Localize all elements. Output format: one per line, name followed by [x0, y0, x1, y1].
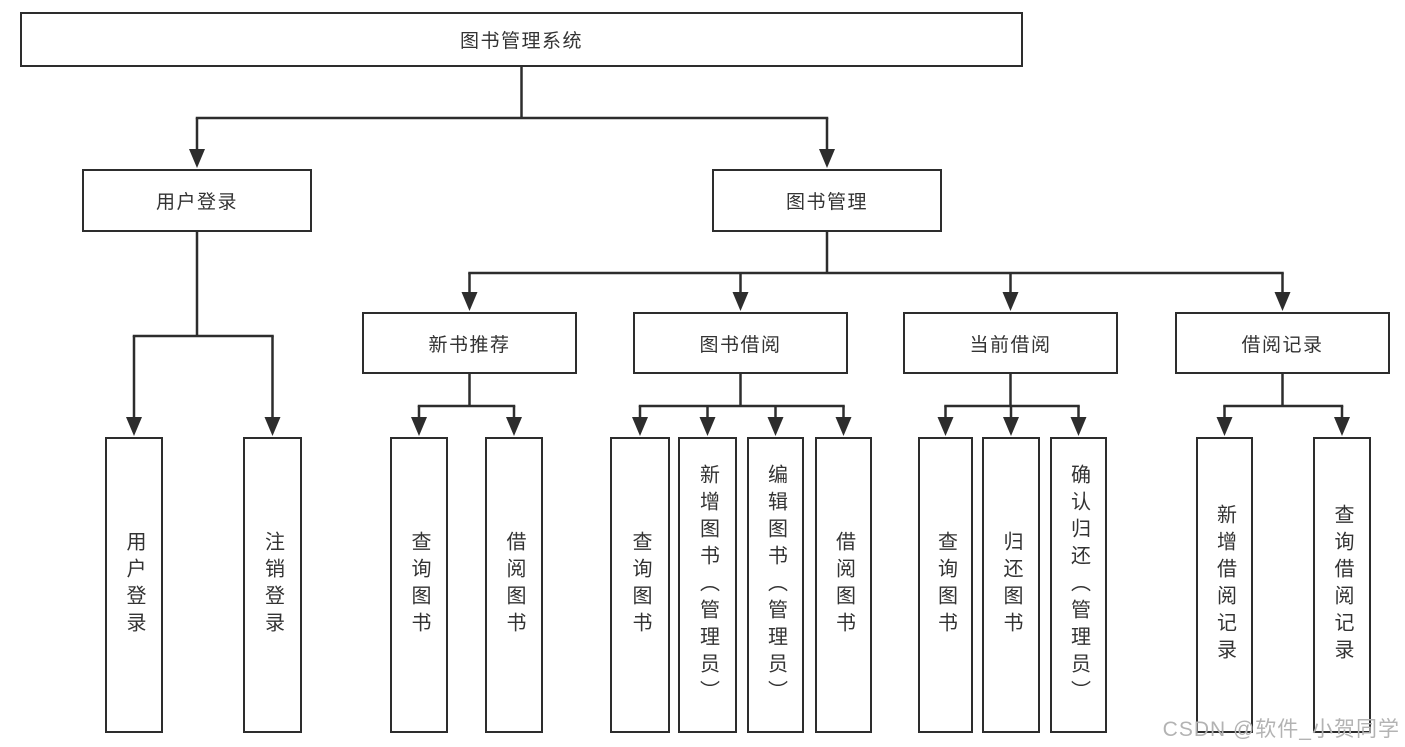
watermark: CSDN @软件_小贺同学	[1162, 718, 1400, 741]
arrowhead-icon	[1216, 417, 1233, 436]
node-br-query-record: 查询借阅记录	[1313, 437, 1371, 733]
node-label: 借阅记录	[1241, 334, 1324, 356]
arrowhead-icon	[1334, 417, 1350, 436]
node-label: 查询图书	[629, 531, 651, 639]
arrowhead-icon	[699, 417, 716, 436]
arrowhead-icon	[1274, 292, 1291, 311]
arrowhead-icon	[632, 417, 648, 436]
node-label: 图书管理系统	[459, 31, 583, 52]
node-label: 图书管理	[785, 192, 868, 213]
arrowhead-icon	[461, 292, 478, 311]
arrowhead-icon	[819, 149, 835, 168]
node-new-book-recommend: 新书推荐	[362, 312, 577, 374]
node-user-login-action: 用户登录	[105, 437, 163, 733]
arrowhead-icon	[189, 149, 205, 168]
node-current-borrow: 当前借阅	[903, 312, 1118, 374]
arrowhead-icon	[767, 417, 784, 436]
node-label: 用户登录	[155, 192, 238, 213]
node-bb-add-books: 新增图书（管理员）	[678, 437, 737, 733]
node-label: 注销登录	[261, 531, 284, 639]
node-borrow-records: 借阅记录	[1175, 312, 1390, 374]
node-cb-query-books: 查询图书	[918, 437, 973, 733]
node-user-login: 用户登录	[82, 169, 312, 232]
node-label: 图书借阅	[699, 334, 782, 356]
arrowhead-icon	[264, 417, 281, 436]
node-cb-confirm-return: 确认归还（管理员）	[1050, 437, 1107, 733]
node-label: 新增借阅记录	[1213, 504, 1236, 666]
node-label: 当前借阅	[969, 334, 1052, 356]
node-label: 查询图书	[408, 531, 430, 639]
node-label: 确认归还（管理员）	[1067, 463, 1090, 707]
node-nb-query-books: 查询图书	[390, 437, 448, 733]
node-br-add-record: 新增借阅记录	[1196, 437, 1253, 733]
node-label: 查询借阅记录	[1331, 504, 1353, 666]
arrowhead-icon	[835, 417, 852, 436]
node-label: 借阅图书	[832, 531, 855, 639]
arrowhead-icon	[937, 417, 954, 436]
node-logout-action: 注销登录	[243, 437, 302, 733]
node-label: 借阅图书	[503, 531, 525, 639]
node-bb-query-books: 查询图书	[610, 437, 670, 733]
node-label: 用户登录	[123, 531, 145, 639]
arrowhead-icon	[126, 417, 142, 436]
arrowhead-icon	[1070, 417, 1087, 436]
arrowhead-icon	[1003, 417, 1019, 436]
node-nb-borrow-books: 借阅图书	[485, 437, 543, 733]
arrowhead-icon	[506, 417, 522, 436]
node-label: 查询图书	[934, 531, 957, 639]
node-label: 新书推荐	[428, 334, 511, 356]
arrowhead-icon	[1002, 292, 1019, 311]
node-label: 归还图书	[1000, 531, 1022, 639]
node-bb-borrow-books: 借阅图书	[815, 437, 872, 733]
node-book-borrow: 图书借阅	[633, 312, 848, 374]
arrowhead-icon	[732, 292, 749, 311]
node-label: 新增图书（管理员）	[696, 463, 719, 707]
node-bb-edit-books: 编辑图书（管理员）	[747, 437, 804, 733]
arrowhead-icon	[411, 417, 427, 436]
node-label: 编辑图书（管理员）	[764, 463, 787, 707]
node-root: 图书管理系统	[20, 12, 1023, 67]
node-cb-return-books: 归还图书	[982, 437, 1040, 733]
node-book-mgmt: 图书管理	[712, 169, 942, 232]
